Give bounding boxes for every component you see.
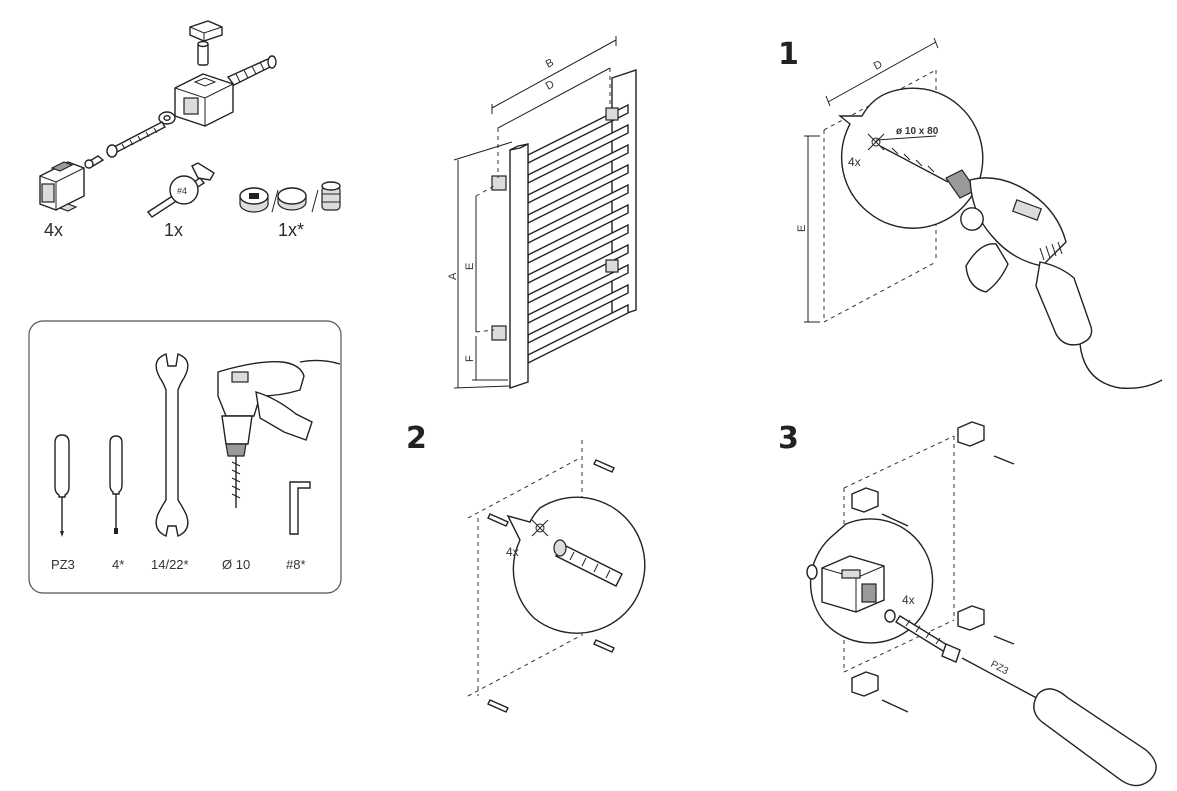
dimension-d-label: D bbox=[544, 78, 557, 92]
washer-closeup-icon bbox=[806, 564, 818, 580]
dimension-b-label: B bbox=[544, 57, 556, 71]
step-2-number: 2 bbox=[406, 421, 427, 456]
step-3-screw-count: 4x bbox=[902, 593, 915, 607]
bracket-cap-icon bbox=[189, 20, 223, 42]
dimension-e-label: E bbox=[464, 263, 476, 270]
valve-caps-quantity: 1x* bbox=[278, 220, 304, 240]
bracket-kit-quantity: 4x bbox=[44, 220, 63, 240]
step-3-mount-brackets: 3 4x PZ3 bbox=[778, 421, 1157, 787]
washer-icon bbox=[158, 111, 176, 125]
grub-screw-icon bbox=[197, 40, 209, 66]
radiator-rails bbox=[527, 103, 629, 365]
wall-plug-icon bbox=[226, 55, 277, 86]
divider-slash bbox=[271, 189, 279, 213]
set-screw-icon bbox=[84, 155, 105, 169]
blind-cap-icon bbox=[277, 187, 307, 211]
step-1-drilling: 1 D E 4x ø 10 x 80 bbox=[778, 37, 1163, 390]
divider-slash-2 bbox=[311, 189, 319, 213]
wall-plug-large-icon bbox=[553, 539, 623, 587]
radiator-dimension-drawing: B D A E F bbox=[447, 36, 637, 389]
tools-panel: PZ3 4* 14/22* Ø 10 #8* bbox=[28, 320, 342, 594]
tool-label-drill: Ø 10 bbox=[222, 557, 250, 572]
step-1-dimension-e: E bbox=[796, 225, 808, 232]
long-screw-icon bbox=[106, 121, 166, 158]
allen-key-icon bbox=[289, 481, 311, 535]
screwdriver-pz3-icon: PZ3 bbox=[961, 657, 1157, 787]
wrench-icon bbox=[155, 353, 189, 537]
drill-icon bbox=[217, 359, 341, 508]
dimension-a-label: A bbox=[447, 272, 459, 280]
bracket-top-right bbox=[605, 107, 619, 121]
bracket-bottom-right bbox=[605, 259, 619, 273]
tool-label-pz3: PZ3 bbox=[51, 557, 75, 572]
bracket-body-icon bbox=[174, 73, 234, 127]
hex-key-icon: #4 bbox=[146, 162, 215, 218]
step-1-drill-spec: ø 10 x 80 bbox=[896, 126, 939, 137]
parts-kit: 4x #4 1x 1x* bbox=[39, 20, 341, 240]
hex-key-size-marking: #4 bbox=[177, 186, 187, 196]
step-2-plug-count: 4x bbox=[506, 545, 519, 559]
long-screw-closeup-icon bbox=[895, 615, 961, 663]
step-1-hole-count: 4x bbox=[848, 155, 861, 169]
power-drill-icon bbox=[945, 169, 1163, 390]
tool-label-allen: #8* bbox=[286, 557, 306, 572]
vent-plug-icon bbox=[321, 181, 341, 211]
dimension-f-label: F bbox=[464, 355, 476, 362]
step-1-number: 1 bbox=[778, 37, 799, 72]
flat-screwdriver-icon bbox=[109, 435, 123, 534]
bracket-closeup-icon bbox=[821, 555, 885, 613]
step-1-dimension-d: D bbox=[872, 58, 885, 72]
step-3-number: 3 bbox=[778, 421, 799, 456]
hex-key-quantity: 1x bbox=[164, 220, 183, 240]
bracket-bottom-left bbox=[491, 325, 507, 341]
phillips-screwdriver-icon bbox=[54, 434, 70, 537]
valve-cap-icon bbox=[239, 187, 269, 213]
nut-icon bbox=[58, 203, 78, 212]
wall-bracket-marker bbox=[851, 421, 985, 697]
wall-plug-marker bbox=[487, 459, 615, 713]
bracket-assembly-icon bbox=[39, 161, 85, 211]
tool-label-wrench: 14/22* bbox=[151, 557, 189, 572]
step-2-wall-plugs: 2 4x bbox=[406, 421, 646, 713]
tool-label-flat: 4* bbox=[112, 557, 124, 572]
bracket-top-left bbox=[491, 175, 507, 191]
